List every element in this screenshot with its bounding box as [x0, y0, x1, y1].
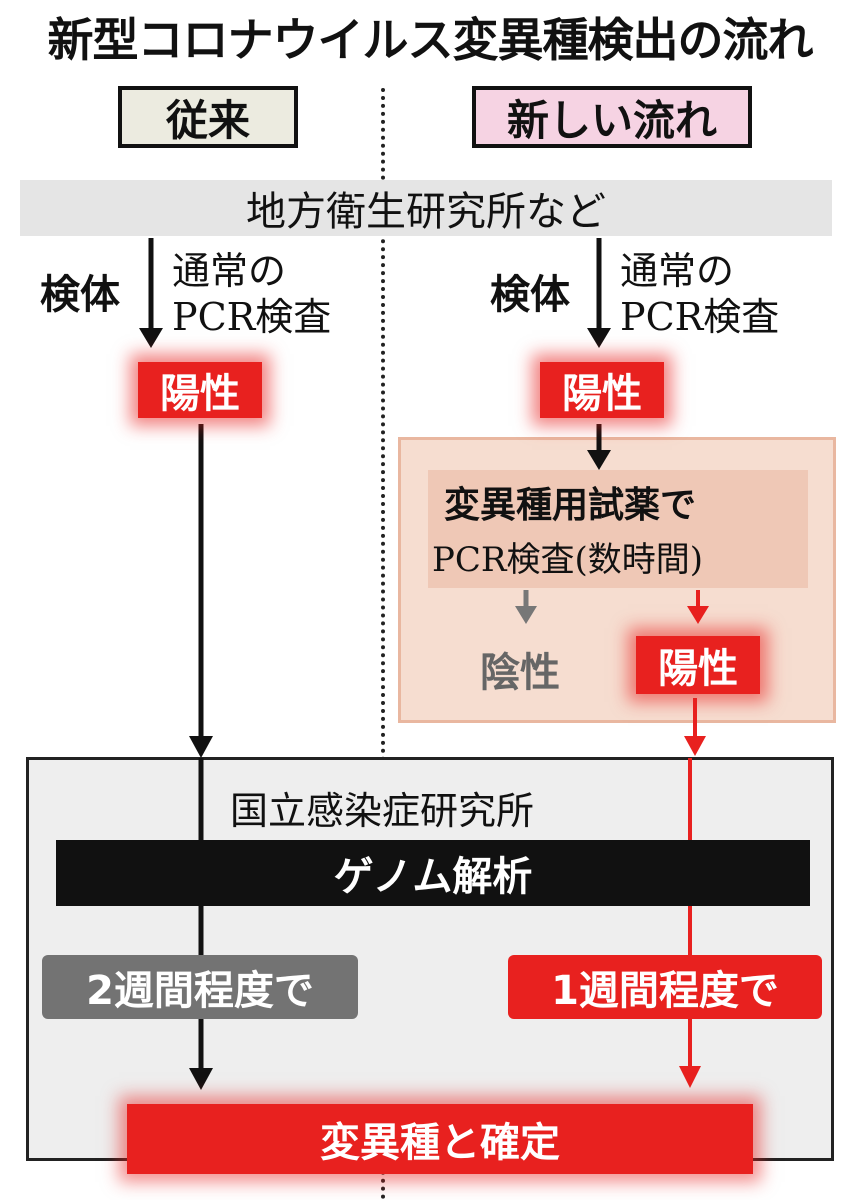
- genome-analysis-bar: ゲノム解析: [56, 840, 810, 906]
- arrowhead-variant-to-niid: [684, 736, 706, 756]
- arrowhead-to-confirm-old: [189, 1068, 213, 1090]
- positive-badge-new: 陽性: [540, 362, 664, 418]
- routine-pcr-line1: 通常の: [172, 249, 287, 293]
- variant-confirmed-bar: 変異種と確定: [127, 1104, 753, 1174]
- routine-pcr-old: 通常の PCR検査: [172, 248, 331, 340]
- arrowhead-lab-to-positive-new: [587, 328, 611, 348]
- arrowhead-to-confirm-new: [679, 1066, 701, 1088]
- arrowhead-to-variant-positive: [687, 606, 709, 624]
- routine-pcr-new: 通常の PCR検査: [620, 248, 779, 340]
- positive-badge-old: 陽性: [138, 362, 262, 418]
- diagram-title: 新型コロナウイルス変異種検出の流れ: [47, 13, 814, 67]
- routine-pcr-line1: 通常の: [620, 249, 735, 293]
- local-lab-band: 地方衛生研究所など: [20, 180, 832, 236]
- routine-pcr-line2: PCR検査: [172, 295, 332, 339]
- arrowhead-to-negative: [515, 606, 537, 624]
- positive-badge-variant: 陽性: [636, 636, 760, 694]
- sample-label-new: 検体: [490, 272, 570, 318]
- negative-label: 陰性: [480, 650, 560, 696]
- niid-label: 国立感染症研究所: [230, 789, 535, 833]
- arrowhead-positive-to-niid-old: [189, 736, 213, 758]
- variant-reagent-pcr: PCR検査(数時間): [432, 540, 704, 580]
- column-label-new: 新しい流れ: [472, 86, 752, 148]
- variant-reagent-title: 変異種用試薬で: [444, 485, 697, 526]
- sample-label-old: 検体: [40, 272, 120, 318]
- column-divider: [381, 88, 385, 1200]
- duration-badge-old: 2週間程度で: [42, 955, 358, 1019]
- arrowhead-lab-to-positive-old: [139, 328, 163, 348]
- arrowhead-positive-to-reagent: [587, 450, 611, 470]
- column-label-old: 従来: [118, 86, 298, 148]
- duration-badge-new: 1週間程度で: [508, 955, 822, 1019]
- routine-pcr-line2: PCR検査: [620, 295, 780, 339]
- variant-reagent-inner: [428, 470, 808, 588]
